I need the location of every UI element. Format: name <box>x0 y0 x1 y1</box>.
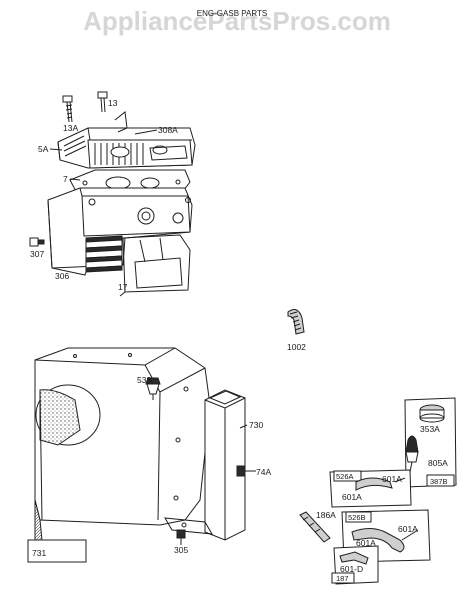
hose-1002 <box>287 309 305 335</box>
panel-526a <box>329 469 412 508</box>
label-601a-4: 601A <box>356 538 376 548</box>
watermark-text: AppliancePartsPros.com <box>83 6 391 36</box>
label-731: 731 <box>32 548 46 558</box>
label-7: 7 <box>63 174 68 184</box>
label-305: 305 <box>174 545 188 555</box>
label-187: 187 <box>336 574 349 583</box>
screw-305 <box>176 529 186 545</box>
label-74a: 74A <box>256 467 271 477</box>
fitting-307 <box>29 237 45 247</box>
label-17: 17 <box>118 282 128 292</box>
label-526a: 526A <box>336 472 354 481</box>
label-526b: 526B <box>348 513 366 522</box>
label-box-731 <box>27 539 87 563</box>
blower-housing-731 <box>34 347 211 541</box>
cylinder-head-5a <box>57 111 196 169</box>
panel-353a-805a <box>404 397 457 488</box>
label-13a: 13A <box>63 123 78 133</box>
label-box-387b <box>426 474 455 487</box>
bracket-187 <box>331 545 379 585</box>
label-1002: 1002 <box>287 342 306 352</box>
label-387b: 387B <box>430 477 448 486</box>
label-307: 307 <box>30 249 44 259</box>
label-186a: 186A <box>316 510 336 520</box>
label-601a-1: 601A <box>382 474 402 484</box>
fuel-line-186a <box>299 511 331 543</box>
diagram-header: ENG-GASB PARTS <box>197 9 267 18</box>
label-601a-2: 601A <box>342 492 362 502</box>
label-601b: 601-D <box>340 564 363 574</box>
bolt-13 <box>97 91 108 113</box>
label-730: 730 <box>249 420 263 430</box>
bolt-13a <box>62 95 73 123</box>
label-13: 13 <box>108 98 118 108</box>
label-538: 538 <box>137 375 151 385</box>
label-805a: 805A <box>428 458 448 468</box>
knob-538 <box>145 377 161 400</box>
cylinder-block-306 <box>47 187 193 297</box>
label-5a: 5A <box>38 144 49 154</box>
tube-730 <box>164 389 246 541</box>
label-306: 306 <box>55 271 69 281</box>
label-353a: 353A <box>420 424 440 434</box>
label-308a: 308A <box>158 125 178 135</box>
screw-74a <box>236 465 256 477</box>
label-601a-3: 601A <box>398 524 418 534</box>
